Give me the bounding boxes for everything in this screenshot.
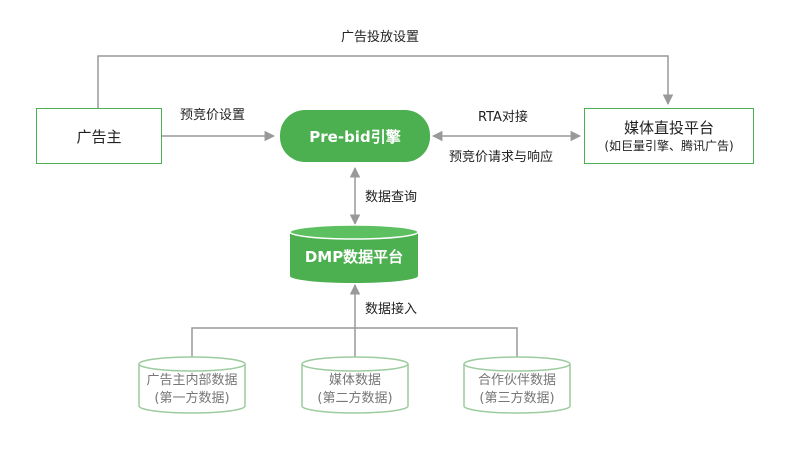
source-cylinder-third-party [463, 356, 571, 414]
connector-ad-setting [97, 55, 674, 108]
dmp-label: DMP数据平台 [304, 247, 404, 266]
dmp-node: DMP数据平台 [290, 238, 418, 274]
prebid-engine-label: Pre-bid引擎 [309, 127, 401, 146]
label-rta: RTA对接 [478, 110, 528, 125]
source-cylinder-first-party [138, 356, 246, 414]
source-name: 媒体数据 [328, 373, 381, 388]
media-platform-box: 媒体直投平台 (如巨量引擎、腾讯广告) [584, 108, 754, 164]
source-type: (第一方数据) [154, 391, 230, 406]
source-type: (第二方数据) [317, 391, 393, 406]
label-data-ingest: 数据接入 [365, 302, 418, 317]
dmp-cylinder [289, 224, 419, 283]
advertiser-label: 广告主 [76, 127, 122, 146]
source-third-party: 合作伙伴数据 (第三方数据) [464, 370, 570, 410]
label-data-query: 数据查询 [365, 190, 418, 205]
prebid-engine-node: Pre-bid引擎 [280, 110, 430, 162]
source-cylinder-second-party [301, 356, 409, 414]
source-type: (第三方数据) [479, 391, 555, 406]
media-platform-subtitle: (如巨量引擎、腾讯广告) [604, 138, 734, 153]
source-first-party: 广告主内部数据 (第一方数据) [139, 370, 245, 410]
label-ad-setting: 广告投放设置 [341, 30, 420, 45]
label-prebid-request: 预竞价请求与响应 [449, 150, 554, 165]
label-prebid-setting: 预竞价设置 [180, 108, 246, 123]
source-name: 合作伙伴数据 [477, 373, 556, 388]
connector-sources-dmp [191, 327, 518, 358]
media-platform-title: 媒体直投平台 [623, 118, 714, 137]
advertiser-box: 广告主 [36, 108, 162, 164]
source-second-party: 媒体数据 (第二方数据) [302, 370, 408, 410]
source-name: 广告主内部数据 [146, 373, 238, 388]
